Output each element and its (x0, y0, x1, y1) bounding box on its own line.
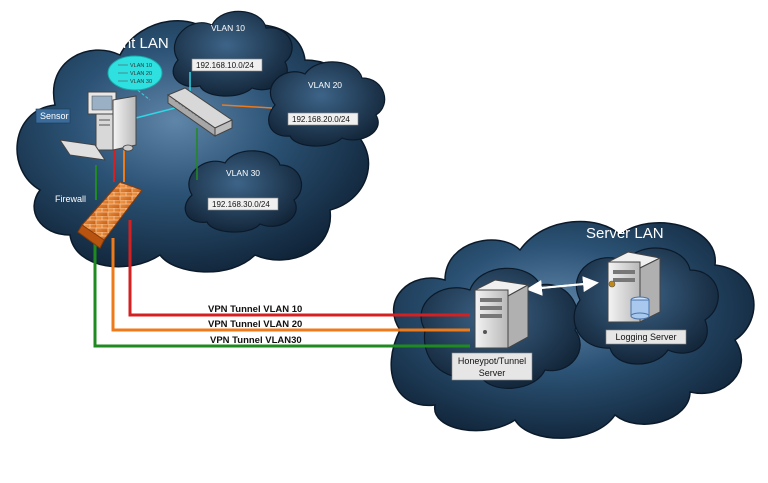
vlan30-subnet: 192.168.30.0/24 (212, 200, 270, 209)
logging-label-box: Logging Server (605, 329, 687, 345)
logging-server-icon[interactable] (606, 251, 662, 323)
logging-server-label: Logging Server (615, 332, 676, 342)
firewall-sensor-link (113, 150, 125, 182)
sensor-label: Sensor (40, 111, 69, 121)
vlan30-subnet-box: 192.168.30.0/24 (207, 197, 279, 211)
sensor-bubble-link (129, 83, 151, 101)
tunnel-vlan30-line (93, 238, 470, 348)
vlan10-subnet-box: 192.168.10.0/24 (191, 58, 263, 72)
honeypot-server-icon[interactable] (473, 279, 530, 349)
vlan20-cloud (268, 61, 386, 147)
vlan10-label: VLAN 10 (211, 23, 245, 33)
sensor-computer-icon[interactable] (58, 91, 137, 161)
vlan20-subnet: 192.168.20.0/24 (292, 115, 350, 124)
firewall-label: Firewall (55, 194, 86, 204)
bubble-vlan30-label: VLAN 30 (130, 79, 152, 85)
client-lan-title: Client LAN (97, 35, 169, 52)
vlan20-label: VLAN 20 (308, 80, 342, 90)
switch-vlan20-link (221, 104, 273, 109)
tunnel-vlan20-label: VPN Tunnel VLAN 20 (208, 319, 302, 330)
bubble-vlan10-label: VLAN 10 (130, 63, 152, 69)
honeypot-label-line1: Honeypot/Tunnel (458, 356, 526, 366)
tunnel-vlan30-label: VPN Tunnel VLAN30 (210, 335, 302, 346)
server-link-arrow (526, 276, 599, 296)
honeypot-label-box: Honeypot/Tunnel Server (451, 352, 533, 381)
switch-icon[interactable] (166, 87, 234, 137)
sensor-vlan-bubble: VLAN 10 VLAN 20 VLAN 30 (107, 55, 163, 91)
vlan30-cloud (184, 150, 303, 233)
server-lan-title: Server LAN (586, 225, 664, 242)
bubble-vlan20-label: VLAN 20 (130, 71, 152, 77)
honeypot-label-line2: Server (479, 368, 506, 378)
tunnel-vlan20-line (111, 238, 470, 332)
vlan10-subnet: 192.168.10.0/24 (196, 61, 254, 70)
vlan10-cloud (172, 10, 293, 97)
vlan30-label: VLAN 30 (226, 168, 260, 178)
firewall-icon[interactable] (77, 181, 143, 249)
sensor-label-box: Sensor (35, 108, 71, 124)
tunnel-vlan10-label: VPN Tunnel VLAN 10 (208, 304, 302, 315)
tunnel-vlan10-line (128, 220, 470, 317)
vlan20-subnet-box: 192.168.20.0/24 (287, 112, 359, 126)
